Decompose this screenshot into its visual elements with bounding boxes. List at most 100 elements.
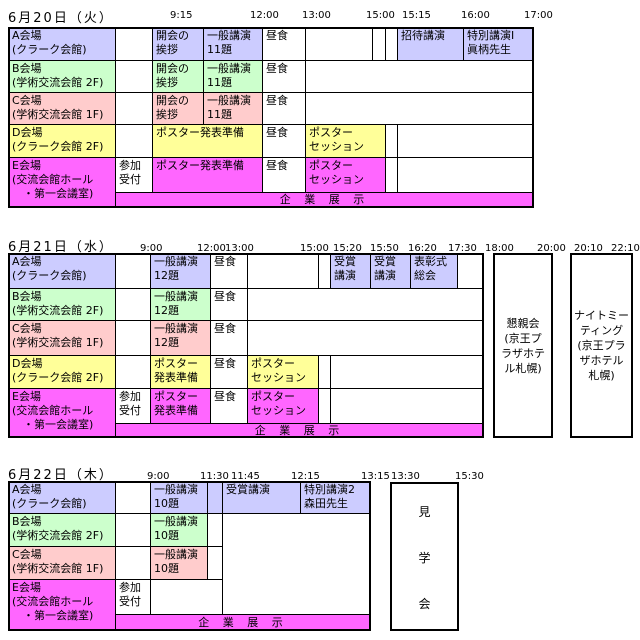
empty-cell xyxy=(115,288,151,321)
time-label: 9:00 xyxy=(140,243,163,254)
event-cell-poster-prep-e-day2: ポスター 発表準備 xyxy=(150,388,211,424)
event-cell-lunch: 昼食 xyxy=(210,288,248,321)
venue-cell-e-day1: E会場 (交流会館ホール ・第一会議室) xyxy=(8,157,116,208)
event-cell-registration-day3: 参加 受付 xyxy=(115,579,151,615)
empty-cell xyxy=(330,388,484,424)
time-label: 13:00 xyxy=(302,10,331,21)
event-cell-lunch: 昼食 xyxy=(210,253,248,289)
venue-cell-a-day2: A会場 (クラーク会館) xyxy=(8,253,116,289)
event-cell-lectures-a-day1: 一般講演 11題 xyxy=(203,27,263,61)
event-cell-lectures-c-day1: 一般講演 11題 xyxy=(203,92,263,125)
empty-cell xyxy=(115,320,151,356)
empty-cell xyxy=(305,60,534,93)
exhibition-bar-day2: 企 業 展 示 xyxy=(115,423,484,438)
event-cell-award-lecture2: 受賞 講演 xyxy=(370,253,411,289)
event-cell-lunch: 昼食 xyxy=(262,157,306,193)
event-cell-poster-prep-d-day1: ポスター発表準備 xyxy=(152,124,263,158)
date-day1: 6月20日（火） xyxy=(8,11,114,26)
event-cell-opening-c: 開会の 挨拶 xyxy=(152,92,204,125)
event-cell-award-lecture-day3: 受賞講演 xyxy=(222,481,301,514)
time-label: 20:10 xyxy=(574,243,603,254)
time-label: 17:00 xyxy=(524,10,553,21)
event-cell-poster-prep-d-day2: ポスター 発表準備 xyxy=(150,355,211,389)
venue-cell-b-day2: B会場 (学術交流会館 2F) xyxy=(8,288,116,321)
empty-cell xyxy=(115,92,153,125)
time-label: 12:15 xyxy=(291,471,320,482)
time-label: 12:00 xyxy=(250,10,279,21)
time-label: 20:00 xyxy=(537,243,566,254)
time-label: 15:20 xyxy=(333,243,362,254)
event-cell-lectures-b-day2: 一般講演 12題 xyxy=(150,288,211,321)
empty-cell xyxy=(247,288,484,321)
time-label: 18:00 xyxy=(485,243,514,254)
event-cell-lectures-a-day3: 一般講演 10題 xyxy=(150,481,208,514)
time-label: 17:30 xyxy=(448,243,477,254)
event-cell-lunch: 昼食 xyxy=(262,92,306,125)
venue-cell-b-day1: B会場 (学術交流会館 2F) xyxy=(8,60,116,93)
event-cell-opening-b: 開会の 挨拶 xyxy=(152,60,204,93)
event-cell-award-lecture1: 受賞 講演 xyxy=(330,253,371,289)
event-cell-lectures-c-day2: 一般講演 12題 xyxy=(150,320,211,356)
empty-cell xyxy=(115,546,151,580)
event-cell-lunch: 昼食 xyxy=(262,27,306,61)
exhibition-bar-day1: 企 業 展 示 xyxy=(115,192,534,208)
event-cell-lectures-a-day2: 一般講演 12題 xyxy=(150,253,211,289)
event-cell-poster-prep-e-day1: ポスター発表準備 xyxy=(152,157,263,193)
venue-cell-c-day3: C会場 (学術交流会館 1F) xyxy=(8,546,116,580)
event-cell-poster-session-e-day1: ポスター セッション xyxy=(305,157,386,193)
time-label: 11:30 xyxy=(200,471,229,482)
venue-cell-e-day2: E会場 (交流会館ホール ・第一会議室) xyxy=(8,388,116,438)
event-cell-poster-session-d-day1: ポスター セッション xyxy=(305,124,386,158)
time-label: 16:00 xyxy=(461,10,490,21)
empty-cell xyxy=(247,320,484,356)
time-label: 15:50 xyxy=(370,243,399,254)
time-label: 13:00 xyxy=(225,243,254,254)
event-cell-registration-day2: 参加 受付 xyxy=(115,388,151,424)
event-cell-lunch: 昼食 xyxy=(210,355,248,389)
empty-cell xyxy=(207,481,223,514)
empty-cell xyxy=(330,355,484,389)
empty-cell xyxy=(115,355,151,389)
event-cell-registration-day1: 参加 受付 xyxy=(115,157,153,193)
time-label: 15:00 xyxy=(300,243,329,254)
venue-cell-a-day1: A会場 (クラーク会館) xyxy=(8,27,116,61)
event-cell-lunch: 昼食 xyxy=(262,60,306,93)
time-label: 12:00 xyxy=(197,243,226,254)
banquet-box: 懇親会 (京王プ ラザホテ ル札幌) xyxy=(493,253,553,438)
event-cell-opening-a: 開会の 挨拶 xyxy=(152,27,204,61)
event-cell-awards-ceremony: 表彰式 総会 xyxy=(410,253,458,289)
empty-cell xyxy=(115,124,153,158)
event-cell-lectures-b-day1: 一般講演 11題 xyxy=(203,60,263,93)
venue-cell-a-day3: A会場 (クラーク会館) xyxy=(8,481,116,514)
event-cell-poster-session-e-day2: ポスター セッション xyxy=(247,388,319,424)
event-cell-lectures-b-day3: 一般講演 10題 xyxy=(150,513,208,547)
time-label: 13:30 xyxy=(391,471,420,482)
empty-cell xyxy=(222,513,371,615)
tour-box: 見 学 会 xyxy=(390,482,459,631)
event-cell-special-lecture1: 特別講演Ⅰ 眞柄先生 xyxy=(463,27,534,61)
time-label: 15:30 xyxy=(455,471,484,482)
empty-cell xyxy=(207,513,223,547)
event-cell-lectures-c-day3: 一般講演 10題 xyxy=(150,546,208,580)
empty-cell xyxy=(150,579,223,615)
empty-cell xyxy=(305,92,534,125)
empty-cell xyxy=(457,253,484,289)
empty-cell xyxy=(115,481,151,514)
time-label: 22:10 xyxy=(611,243,640,254)
empty-cell xyxy=(207,546,223,580)
date-day3: 6月22日（木） xyxy=(8,468,114,483)
event-cell-invited-lecture: 招待講演 xyxy=(397,27,464,61)
empty-cell xyxy=(372,27,386,61)
empty-cell xyxy=(115,60,153,93)
empty-cell xyxy=(247,253,319,289)
empty-cell xyxy=(115,27,153,61)
empty-cell xyxy=(305,27,373,61)
empty-cell xyxy=(397,157,534,193)
event-cell-lunch: 昼食 xyxy=(210,388,248,424)
empty-cell xyxy=(397,124,534,158)
event-cell-special-lecture2: 特別講演2 森田先生 xyxy=(300,481,371,514)
time-label: 16:20 xyxy=(408,243,437,254)
time-label: 13:15 xyxy=(361,471,390,482)
time-label: 15:00 xyxy=(366,10,395,21)
